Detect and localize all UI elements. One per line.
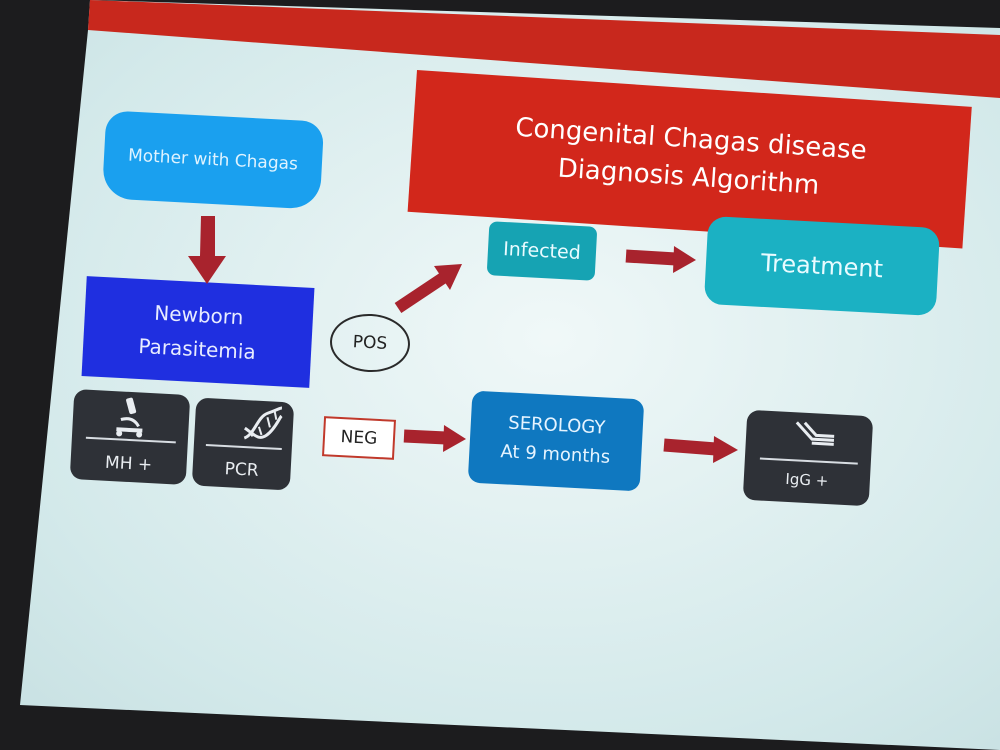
arrow-pos-to-infected bbox=[394, 264, 462, 313]
antibody-icon bbox=[795, 421, 835, 446]
microscope-icon bbox=[116, 397, 143, 438]
dna-icon bbox=[243, 406, 283, 440]
arrow-serology-to-igg bbox=[663, 436, 738, 463]
pcr-test-box: PCR bbox=[191, 397, 295, 491]
arrow-mother-to-newborn bbox=[188, 216, 226, 284]
mh-test-box: MH + bbox=[69, 389, 191, 485]
igg-test-box: IgG + bbox=[742, 409, 874, 507]
arrow-infected-to-treatment bbox=[625, 246, 696, 273]
arrow-neg-to-serology bbox=[403, 425, 466, 452]
